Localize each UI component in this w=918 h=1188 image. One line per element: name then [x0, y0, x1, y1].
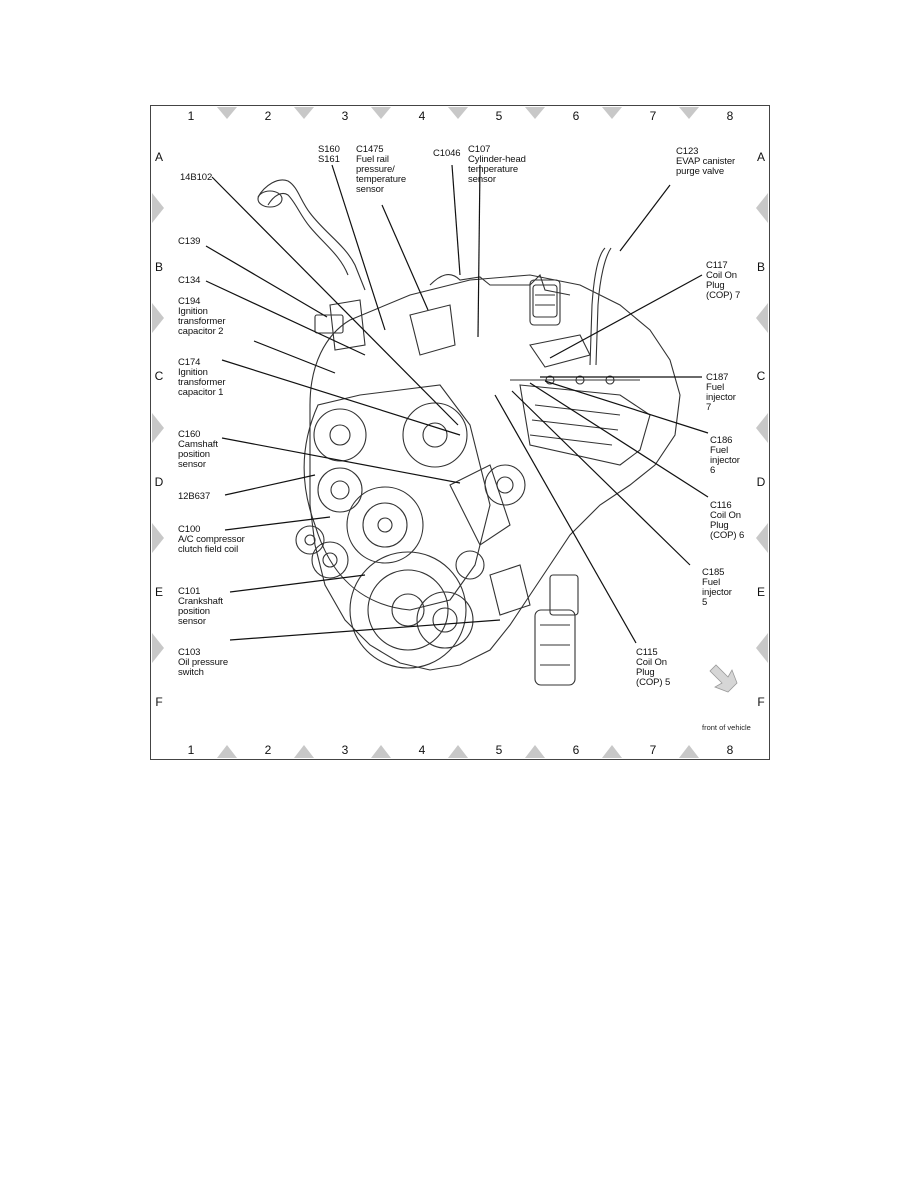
grid-column-label: 2	[264, 109, 272, 123]
grid-row-label: D	[154, 475, 164, 489]
front-of-vehicle-label: front of vehicle	[702, 723, 751, 732]
callout-c115: C115 Coil On Plug (COP) 5	[636, 647, 671, 688]
grid-column-label: 1	[187, 109, 195, 123]
callout-c160: C160 Camshaft position sensor	[178, 429, 218, 470]
bottom-grid-markers	[217, 745, 699, 758]
callout-c134: C134	[178, 275, 201, 286]
callout-c1475: C1475 Fuel rail pressure/ temperature se…	[356, 144, 407, 195]
top-grid-markers	[217, 107, 699, 119]
grid-column-label: 2	[264, 743, 272, 757]
grid-row-label: B	[154, 260, 163, 274]
grid-column-label: 1	[187, 743, 195, 757]
callout-c1046: C1046	[433, 148, 461, 159]
grid-column-label: 3	[341, 743, 349, 757]
grid-row-label: E	[154, 585, 163, 599]
callout-c117: C117 Coil On Plug (COP) 7	[706, 260, 741, 301]
grid-column-label: 5	[495, 109, 503, 123]
grid-column-label: 6	[572, 743, 580, 757]
callout-c103: C103 Oil pressure switch	[178, 647, 229, 678]
grid-row-label: A	[756, 150, 765, 164]
engine-illustration	[257, 179, 681, 686]
grid-column-label: 4	[418, 109, 426, 123]
grid-row-label: C	[756, 369, 766, 383]
callout-c100: C100 A/C compressor clutch field coil	[178, 524, 245, 555]
grid-row-label: C	[154, 369, 164, 383]
leader-lines	[205, 164, 709, 644]
grid-column-label: 8	[726, 109, 734, 123]
callout-12b637: 12B637	[178, 491, 211, 502]
diagram-canvas	[150, 105, 770, 760]
callout-c116: C116 Coil On Plug (COP) 6	[710, 500, 745, 541]
grid-row-label: B	[756, 260, 765, 274]
grid-column-label: 4	[418, 743, 426, 757]
callout-c101: C101 Crankshaft position sensor	[178, 586, 223, 627]
callout-c194: C194 Ignition transformer capacitor 2	[178, 296, 226, 337]
callout-c107: C107 Cylinder-head temperature sensor	[468, 144, 526, 185]
grid-column-label: 7	[649, 109, 657, 123]
grid-row-label: F	[155, 695, 163, 709]
diagram-border	[150, 105, 770, 760]
callout-c185: C185 Fuel injector 5	[702, 567, 732, 608]
right-grid-markers	[756, 193, 768, 663]
callout-c186: C186 Fuel injector 6	[710, 435, 740, 476]
callout-14b102: 14B102	[180, 172, 213, 183]
callout-c187: C187 Fuel injector 7	[706, 372, 736, 413]
grid-column-label: 3	[341, 109, 349, 123]
grid-row-label: F	[757, 695, 765, 709]
callout-c139: C139	[178, 236, 201, 247]
callout-c123: C123 EVAP canister purge valve	[676, 146, 736, 177]
grid-row-label: E	[756, 585, 765, 599]
grid-column-label: 5	[495, 743, 503, 757]
grid-column-label: 7	[649, 743, 657, 757]
callout-s160-s161: S160 S161	[318, 144, 340, 165]
engine-connector-diagram: 1 2 3 4 5 6 7 8 1 2 3 4 5 6 7 8 A B C D …	[150, 105, 770, 760]
callout-c174: C174 Ignition transformer capacitor 1	[178, 357, 226, 398]
grid-row-label: D	[756, 475, 766, 489]
left-grid-markers	[152, 193, 164, 663]
grid-column-label: 6	[572, 109, 580, 123]
grid-row-label: A	[154, 150, 163, 164]
front-of-vehicle-arrow	[709, 664, 738, 693]
grid-column-label: 8	[726, 743, 734, 757]
